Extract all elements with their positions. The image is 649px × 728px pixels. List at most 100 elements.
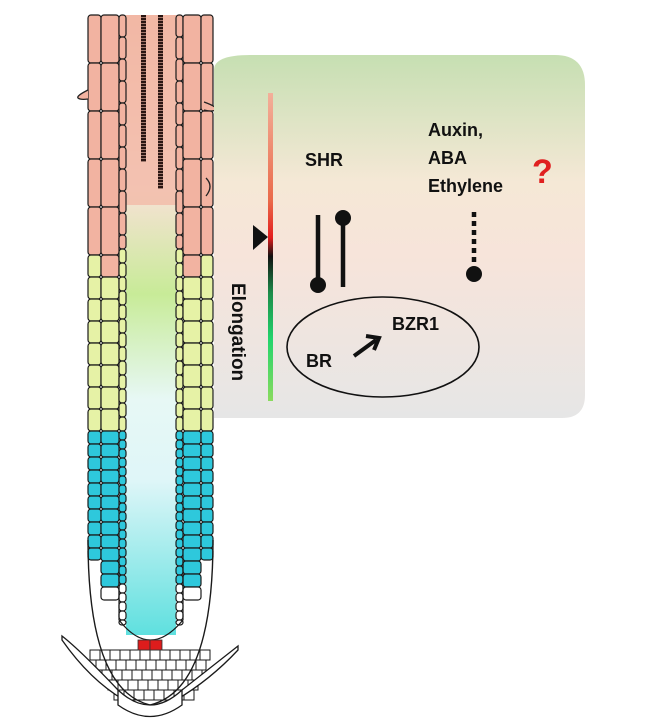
xylem-cell — [158, 159, 163, 162]
root-cap-cell — [153, 689, 165, 701]
root-cell — [118, 102, 127, 126]
root-cell — [175, 234, 184, 250]
hormone-label-ethylene: Ethylene — [428, 176, 503, 196]
root-cell — [200, 276, 214, 300]
root-cap-tip — [117, 688, 183, 718]
root-cell — [182, 521, 202, 536]
root-cell — [87, 521, 102, 536]
root-cell — [175, 146, 184, 170]
xylem-cell — [158, 18, 163, 21]
xylem-cell — [158, 153, 163, 156]
root-cell — [175, 212, 184, 236]
xylem-cell — [158, 36, 163, 39]
root-cell — [175, 318, 184, 334]
elongation-label: Elongation — [227, 283, 248, 381]
xylem-cell — [141, 90, 146, 93]
xylem-cell — [158, 69, 163, 72]
root-cap-cell — [161, 669, 173, 681]
root-cell — [100, 364, 120, 388]
root-cell — [118, 212, 127, 236]
root-cell — [182, 586, 202, 601]
xylem-cell — [141, 18, 146, 21]
xylem-cell — [158, 129, 163, 132]
root-cell — [87, 364, 102, 388]
root-cell — [118, 190, 127, 214]
root-cell — [118, 565, 127, 576]
root-cell — [182, 364, 202, 388]
root-cap-cell — [141, 669, 153, 681]
root-cell — [175, 124, 184, 148]
root-cell — [118, 36, 127, 60]
xylem-cell — [141, 84, 146, 87]
root-cell — [100, 482, 120, 497]
root-cell — [182, 469, 202, 484]
xylem-cell — [158, 186, 163, 189]
root-cap-cell — [129, 649, 141, 661]
root-cell — [175, 475, 184, 486]
root-cell — [200, 547, 214, 561]
xylem-cell — [158, 135, 163, 138]
xylem-cell — [141, 135, 146, 138]
root-cap-cell — [109, 649, 121, 661]
root-cell — [175, 402, 184, 418]
root-cell — [118, 360, 127, 376]
root-cell — [182, 443, 202, 458]
root-cell — [182, 456, 202, 471]
xylem-cell — [141, 63, 146, 66]
root-cell — [182, 560, 202, 575]
xylem-cell — [158, 180, 163, 183]
root-cell — [100, 254, 120, 278]
root-cap-cell — [143, 689, 155, 701]
root-cell — [118, 276, 127, 292]
root-cell — [100, 443, 120, 458]
xylem-cell — [158, 90, 163, 93]
root-cap-cell — [119, 649, 131, 661]
br-label: BR — [306, 351, 332, 371]
root-diagram — [61, 14, 239, 718]
root-cell — [175, 457, 184, 468]
root-cell — [118, 529, 127, 540]
root-cell — [182, 320, 202, 344]
root-cell — [87, 158, 102, 208]
root-cell — [175, 529, 184, 540]
root-cell — [175, 547, 184, 558]
xylem-cell — [141, 78, 146, 81]
xylem-cell — [158, 33, 163, 36]
stele-top-tint — [120, 15, 180, 205]
root-cell — [175, 565, 184, 576]
root-cell — [100, 495, 120, 510]
root-cap-cell — [179, 649, 191, 661]
root-cell — [87, 276, 102, 300]
root-cell — [100, 508, 120, 523]
root-cell — [100, 456, 120, 471]
root-cell — [182, 62, 202, 112]
xylem-cell — [141, 156, 146, 159]
root-cell — [175, 388, 184, 404]
root-cell — [175, 511, 184, 522]
root-hair-right-2 — [205, 177, 211, 197]
xylem-cell — [158, 168, 163, 171]
root-cell — [118, 318, 127, 334]
root-cell — [182, 573, 202, 588]
xylem-cell — [158, 84, 163, 87]
xylem-cell — [158, 48, 163, 51]
root-cell — [118, 124, 127, 148]
root-cell — [118, 511, 127, 522]
root-cell — [175, 290, 184, 306]
xylem-cell — [141, 15, 146, 18]
root-cap-cell — [115, 659, 127, 671]
root-cell — [87, 430, 102, 445]
root-cell — [118, 547, 127, 558]
root-cell — [118, 583, 127, 594]
root-cell — [182, 276, 202, 300]
root-cell — [182, 495, 202, 510]
root-cap — [61, 539, 239, 718]
root-cap-cell — [111, 669, 123, 681]
xylem-cell — [141, 129, 146, 132]
xylem-cell — [141, 153, 146, 156]
root-cell — [175, 448, 184, 459]
root-cell — [118, 493, 127, 504]
panel-background — [214, 55, 585, 418]
root-cell — [175, 583, 184, 594]
